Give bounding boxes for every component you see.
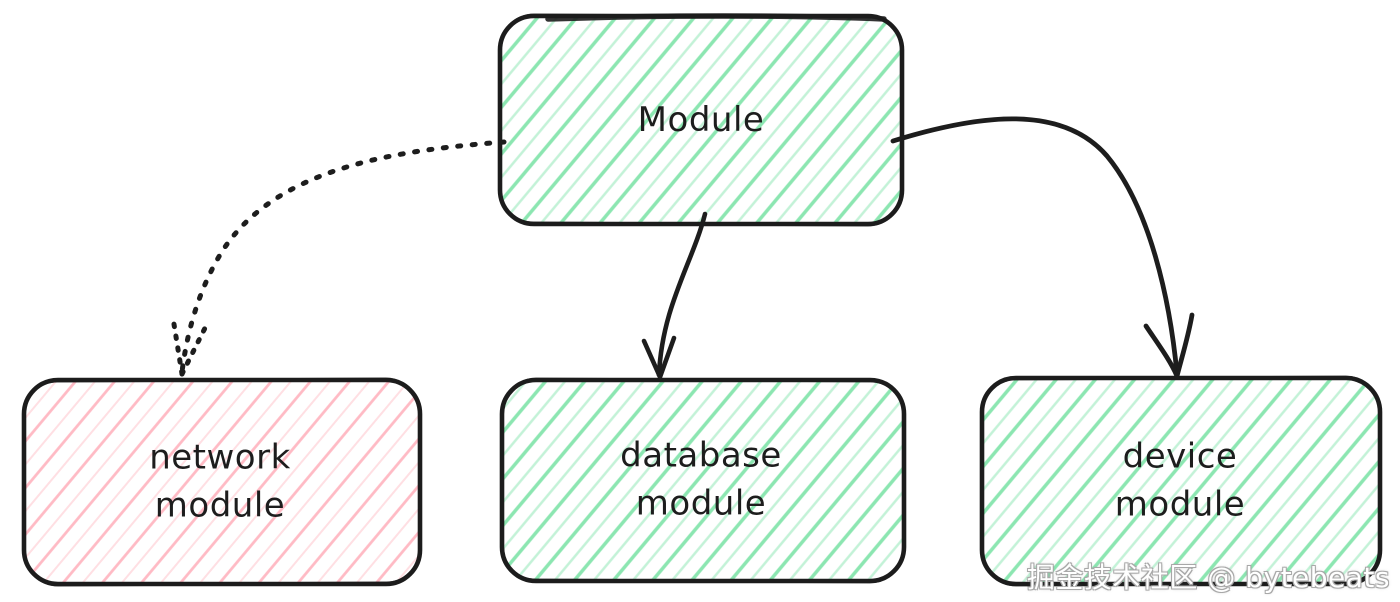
node-database-module-shape — [499, 377, 907, 584]
node-module-label: Module — [637, 99, 765, 140]
node-database-module-label: database module — [620, 435, 782, 524]
edge-module-to-device-arrow — [890, 116, 1195, 379]
node-device-module-label: device module — [1114, 436, 1246, 525]
node-device-module-shape — [979, 375, 1383, 587]
node-network-module-shape — [21, 377, 423, 587]
node-module-shape — [497, 13, 905, 227]
node-network-module-label: network module — [149, 437, 291, 526]
edge-module-to-network-dotted-arrow — [170, 139, 507, 377]
edge-module-to-database-arrow — [641, 211, 708, 380]
watermark: 掘金技术社区 @ bytebeats — [1026, 561, 1390, 594]
